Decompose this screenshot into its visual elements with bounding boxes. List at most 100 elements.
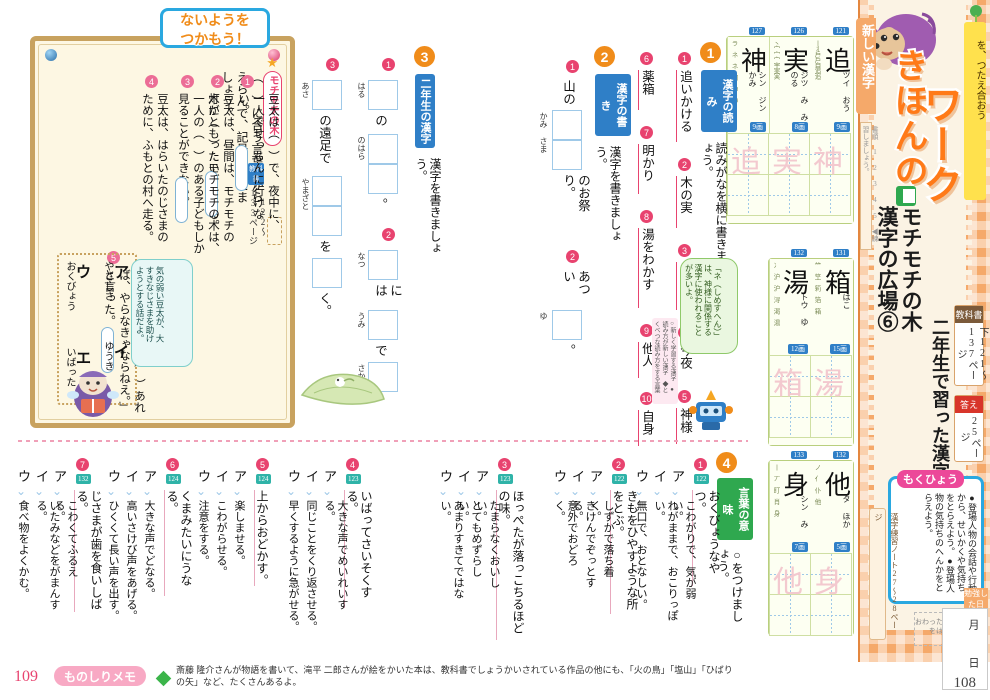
- e4-q3-opt-a-text[interactable]: たまらなくおいしい。: [475, 500, 500, 588]
- e4-q6-opt-a-text[interactable]: 大きな声でどなる。: [143, 500, 155, 599]
- trace-cell[interactable]: [769, 396, 811, 438]
- e4-q4-opt-b-check[interactable]: ⌄: [304, 484, 315, 498]
- e4-q4-opt-b-text[interactable]: 同じことをくり返させる。: [305, 500, 317, 632]
- e4-q2-opt-a-check[interactable]: ⌄: [588, 484, 599, 498]
- e4-q4-opt-a-text[interactable]: 大きな声でめいれいする。: [323, 500, 348, 610]
- trace-cell[interactable]: [809, 174, 851, 216]
- e4-q4-opt-c-check[interactable]: ⌄: [286, 484, 297, 498]
- choice-word-d[interactable]: いばった: [64, 347, 75, 387]
- e4-q7-opt-b-check[interactable]: ⌄: [34, 484, 45, 498]
- e2-answer-box-2a[interactable]: [552, 310, 582, 340]
- e3-box-1b[interactable]: [368, 134, 398, 164]
- kanji-trace-grid-2[interactable]: 箱 湯: [769, 355, 853, 445]
- e4-q6-opt-b-letter[interactable]: イ: [126, 469, 140, 484]
- e4-q7-opt-a-check[interactable]: ⌄: [52, 484, 63, 498]
- trace-cell[interactable]: [769, 594, 811, 636]
- e4-q1-opt-c-check[interactable]: ⌄: [634, 484, 645, 498]
- e3-box-3a[interactable]: [312, 80, 342, 110]
- choice-word-c[interactable]: おくびょう: [64, 261, 75, 311]
- e4-q2-opt-c-text[interactable]: 意外でおどろく。: [553, 500, 578, 566]
- lp-blank-2[interactable]: [205, 171, 218, 217]
- e4-q6-opt-b-check[interactable]: ⌄: [124, 484, 135, 498]
- e4-q3-opt-c-text[interactable]: あまりすきてではない。: [439, 500, 464, 599]
- e3-box-3b[interactable]: [312, 176, 342, 206]
- e4-q2-opt-b-letter[interactable]: イ: [572, 469, 586, 484]
- e4-q6-opt-c-text[interactable]: ひくくて長い声を出す。: [107, 500, 119, 621]
- e4-q5-opt-b-letter[interactable]: イ: [216, 469, 230, 484]
- e4-q5-opt-a-check[interactable]: ⌄: [232, 484, 243, 498]
- e4-q5-opt-a-text[interactable]: 楽しませる。: [233, 500, 245, 566]
- e4-q7-opt-b-text[interactable]: いたみなどをがまんする。: [35, 500, 60, 610]
- e1-item-text-7[interactable]: 明かり: [638, 144, 654, 194]
- trace-cell[interactable]: [727, 133, 769, 175]
- e4-q7-opt-c-letter[interactable]: ウ: [18, 469, 32, 484]
- e2-answer-box-1a[interactable]: [552, 110, 582, 140]
- e4-q1-opt-a-text[interactable]: こわがりで、気が弱い。: [671, 500, 696, 599]
- e4-q2-opt-a-letter[interactable]: ア: [590, 469, 604, 484]
- e4-q3-opt-c-check[interactable]: ⌄: [438, 484, 449, 498]
- trace-cell[interactable]: [810, 594, 852, 636]
- trace-cell[interactable]: [727, 174, 769, 216]
- e4-q4-opt-b-letter[interactable]: イ: [306, 469, 320, 484]
- e4-q3-opt-b-text[interactable]: とてもめずらしい。: [457, 500, 482, 577]
- trace-cell[interactable]: [810, 396, 852, 438]
- choice-word-b[interactable]: ゆうき: [102, 341, 113, 371]
- e1-item-text-10[interactable]: 自身: [638, 410, 654, 446]
- e4-q7-opt-b-letter[interactable]: イ: [36, 469, 50, 484]
- kanji-trace-grid-1[interactable]: 追 実 神: [727, 133, 853, 223]
- e3-box-3d[interactable]: [312, 258, 342, 288]
- e4-q5-opt-b-check[interactable]: ⌄: [214, 484, 225, 498]
- choice-word-a[interactable]: やさしさ: [102, 261, 113, 301]
- e4-q7-opt-a-text[interactable]: こわくてふるえる。: [53, 500, 78, 577]
- e4-q5-opt-b-text[interactable]: こわがらせる。: [215, 500, 227, 577]
- e4-q4-opt-a-letter[interactable]: ア: [324, 469, 338, 484]
- e4-q3-opt-b-letter[interactable]: イ: [458, 469, 472, 484]
- e4-q1-opt-c-text[interactable]: 無口で、おとなしい。: [635, 500, 647, 610]
- e4-q1-opt-a-check[interactable]: ⌄: [670, 484, 681, 498]
- e4-q1-opt-b-letter[interactable]: イ: [654, 469, 668, 484]
- e3-box-1a[interactable]: [368, 80, 398, 110]
- e1-item-text-9[interactable]: 他人: [638, 342, 654, 378]
- e1-item-text-8[interactable]: 湯をわかす: [638, 228, 654, 308]
- lp-blank-5[interactable]: [101, 327, 114, 373]
- e4-q7-opt-c-check[interactable]: ⌄: [16, 484, 27, 498]
- e4-q4-opt-c-text[interactable]: 早くするように急がせる。: [287, 500, 299, 632]
- e4-q2-opt-c-check[interactable]: ⌄: [552, 484, 563, 498]
- e3-box-2b[interactable]: [368, 310, 398, 340]
- e3-box-2a[interactable]: [368, 250, 398, 280]
- e4-q1-opt-b-text[interactable]: わがままで、おこりっぽい。: [653, 500, 678, 621]
- e4-q1-opt-c-letter[interactable]: ウ: [636, 469, 650, 484]
- e1-item-text-1[interactable]: 追いかける: [676, 70, 692, 142]
- e4-q3-opt-b-check[interactable]: ⌄: [456, 484, 467, 498]
- e4-q3-opt-a-check[interactable]: ⌄: [474, 484, 485, 498]
- e4-q3-opt-a-letter[interactable]: ア: [476, 469, 490, 484]
- e4-q7-opt-c-text[interactable]: 食べ物をよくかむ。: [17, 500, 29, 599]
- trace-cell[interactable]: [769, 553, 811, 595]
- e4-q5-opt-c-check[interactable]: ⌄: [196, 484, 207, 498]
- lp-blank-1[interactable]: [235, 145, 248, 191]
- e2-answer-box-1b[interactable]: [552, 140, 582, 170]
- trace-cell[interactable]: [810, 553, 852, 595]
- e4-q6-opt-c-letter[interactable]: ウ: [108, 469, 122, 484]
- e4-q1-opt-a-letter[interactable]: ア: [672, 469, 686, 484]
- e4-q2-opt-b-check[interactable]: ⌄: [570, 484, 581, 498]
- e4-q5-opt-c-text[interactable]: 注意をする。: [197, 500, 209, 566]
- e4-q6-opt-a-check[interactable]: ⌄: [142, 484, 153, 498]
- trace-cell[interactable]: [768, 133, 810, 175]
- e4-q5-opt-a-letter[interactable]: ア: [234, 469, 248, 484]
- e4-q3-opt-c-letter[interactable]: ウ: [440, 469, 454, 484]
- e4-q4-opt-c-letter[interactable]: ウ: [288, 469, 302, 484]
- e3-box-3c[interactable]: [312, 206, 342, 236]
- study-date-input[interactable]: 月 日: [942, 608, 988, 690]
- e3-box-1c[interactable]: [368, 164, 398, 194]
- e4-q2-opt-c-letter[interactable]: ウ: [554, 469, 568, 484]
- trace-cell[interactable]: [768, 174, 810, 216]
- e4-q7-opt-a-letter[interactable]: ア: [54, 469, 68, 484]
- lp-blank-3[interactable]: [175, 177, 188, 223]
- trace-cell[interactable]: [810, 355, 852, 397]
- e4-q6-opt-b-text[interactable]: 高いさけび声をあげる。: [125, 500, 137, 621]
- e1-item-text-6[interactable]: 薬箱: [638, 70, 654, 110]
- trace-cell[interactable]: [809, 133, 851, 175]
- e4-q6-opt-a-letter[interactable]: ア: [144, 469, 158, 484]
- e4-q5-opt-c-letter[interactable]: ウ: [198, 469, 212, 484]
